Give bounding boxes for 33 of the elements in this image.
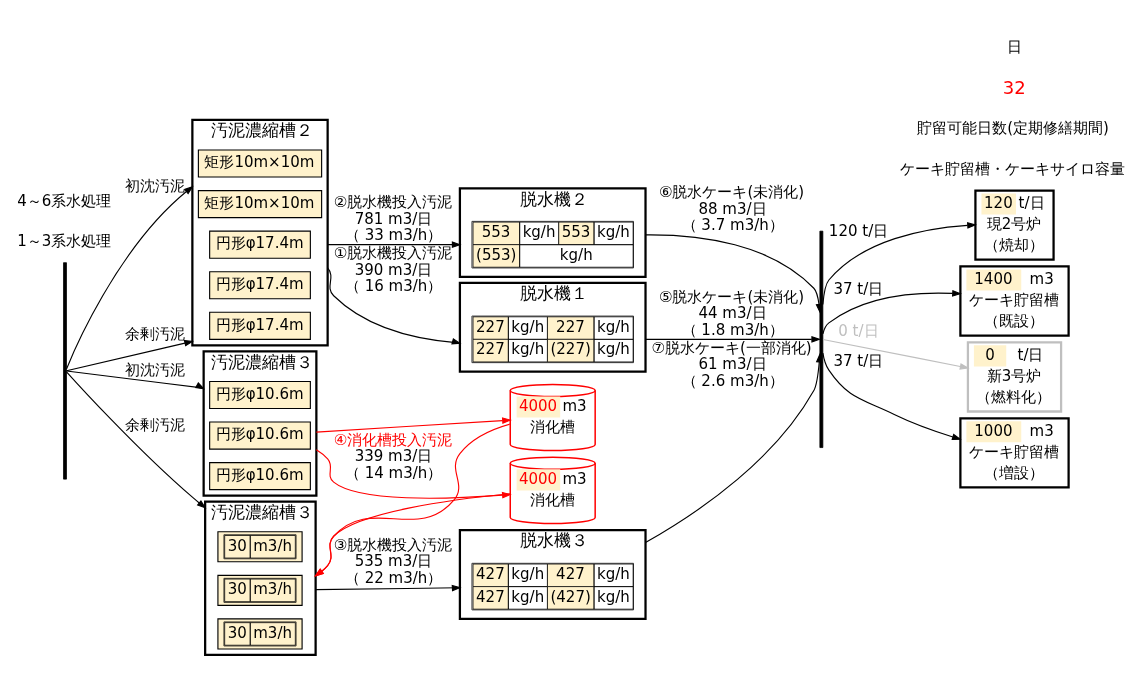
edge-label: （ 22 m3/h） xyxy=(344,568,443,587)
edge-label: 初沈汚泥 xyxy=(124,360,185,379)
edge-label: ③脱水機投入汚泥 xyxy=(333,535,453,554)
edge-label: 37 t/日 xyxy=(833,279,884,298)
edge-label: 88 m3/日 xyxy=(698,199,767,218)
edge-label: （ 2.6 m3/h） xyxy=(681,371,784,390)
label: 日 xyxy=(1006,37,1022,56)
edge-label: 初沈汚泥 xyxy=(124,176,185,195)
edge-label: 781 m3/日 xyxy=(354,209,433,228)
label: 4～6系水処理 xyxy=(17,191,112,210)
edge-label: （ 33 m3/h） xyxy=(344,225,443,244)
edge-label: （ 1.8 m3/h） xyxy=(681,320,784,339)
edge-label: ④消化槽投入汚泥 xyxy=(333,430,453,449)
label: 貯留可能日数(定期修繕期間) xyxy=(917,118,1109,137)
edge-label: ⑦脱水ケーキ(一部消化) xyxy=(651,338,812,357)
edge-label: ⑥脱水ケーキ(未消化) xyxy=(659,182,805,201)
edge-label: 339 m3/日 xyxy=(354,446,433,465)
edge-label: 余剰汚泥 xyxy=(124,324,185,343)
edge-label: （ 14 m3/h） xyxy=(344,463,443,482)
edge-label: 余剰汚泥 xyxy=(124,415,185,434)
label: 32 xyxy=(1002,76,1026,98)
edge-label: ⑤脱水ケーキ(未消化) xyxy=(659,287,805,306)
edge-label: 120 t/日 xyxy=(828,221,889,240)
edge-label: ②脱水機投入汚泥 xyxy=(333,192,453,211)
edge-label: 37 t/日 xyxy=(833,351,884,370)
edge-label: ①脱水機投入汚泥 xyxy=(333,243,453,262)
edge-label: 0 t/日 xyxy=(838,321,879,340)
edge-label: （ 16 m3/h） xyxy=(344,276,443,295)
edge-label: （ 3.7 m3/h） xyxy=(681,215,784,234)
edge-label: 390 m3/日 xyxy=(354,260,433,279)
edge-label: 535 m3/日 xyxy=(354,551,433,570)
label: ケーキ貯留槽・ケーキサイロ容量 xyxy=(900,159,1126,178)
label: 1～3系水処理 xyxy=(17,231,112,250)
